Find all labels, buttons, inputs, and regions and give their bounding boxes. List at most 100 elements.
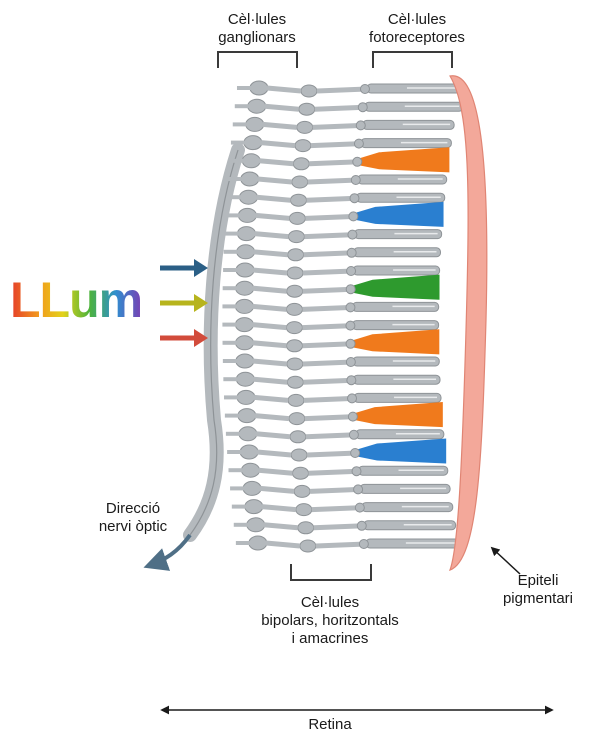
ganglion-dendrite bbox=[254, 234, 288, 237]
photoreceptor-nucleus bbox=[346, 303, 355, 312]
photoreceptor-nucleus bbox=[354, 485, 363, 494]
bipolar-cell bbox=[293, 158, 309, 170]
bipolar-cell bbox=[301, 85, 317, 97]
ganglion-cell bbox=[236, 336, 254, 350]
photoreceptor-nucleus bbox=[353, 157, 362, 166]
cone-cell bbox=[353, 330, 439, 354]
bipolar-dendrite bbox=[302, 307, 352, 309]
optic-label-line-2: nervi òptic bbox=[78, 518, 188, 536]
bipolar-dendrite bbox=[306, 435, 356, 437]
photoreceptor-nucleus bbox=[349, 212, 358, 221]
cone-cell bbox=[359, 148, 449, 172]
photoreceptor-cells bbox=[346, 84, 467, 549]
bipolar-dendrite bbox=[310, 489, 360, 491]
photoreceptor-nucleus bbox=[348, 230, 357, 239]
ganglion-cell bbox=[238, 208, 256, 222]
bipolar-label-line-1: Cèl·lules bbox=[240, 594, 420, 612]
ganglion-dendrite bbox=[254, 397, 288, 400]
bipolar-dendrite bbox=[306, 198, 356, 200]
bipolar-dendrite bbox=[305, 216, 355, 218]
bipolar-dendrite bbox=[311, 144, 361, 146]
ganglion-cell bbox=[236, 281, 254, 295]
bipolar-dendrite bbox=[304, 253, 354, 255]
ganglion-cell bbox=[246, 117, 264, 131]
bipolar-dendrite bbox=[316, 544, 366, 546]
ganglion-cell bbox=[238, 409, 256, 423]
bipolar-cells-label: Cèl·lules bipolars, horitzontals i amacr… bbox=[240, 594, 420, 648]
pigment-pointer-arrow bbox=[492, 548, 520, 574]
photoreceptor-nucleus bbox=[354, 139, 363, 148]
cone-cell bbox=[355, 202, 443, 226]
photoreceptor-nucleus bbox=[346, 321, 355, 330]
bipolar-cell bbox=[300, 540, 316, 552]
bipolar-cell bbox=[294, 485, 310, 497]
ganglion-cell bbox=[236, 263, 254, 277]
ganglion-label-line-2: ganglionars bbox=[192, 29, 322, 47]
ganglion-dendrite bbox=[262, 507, 296, 510]
ganglion-cell bbox=[242, 463, 260, 477]
photoreceptor-nucleus bbox=[346, 285, 355, 294]
bipolar-cell bbox=[286, 322, 302, 334]
bipolar-cell bbox=[287, 340, 303, 352]
bipolar-dendrite bbox=[304, 398, 354, 400]
ganglion-cell bbox=[250, 81, 268, 95]
bipolar-cell bbox=[288, 394, 304, 406]
bipolar-cell bbox=[293, 467, 309, 479]
ganglion-cell bbox=[240, 445, 258, 459]
ganglion-cell bbox=[242, 154, 260, 168]
bipolar-cell bbox=[297, 121, 313, 133]
bipolar-dendrite bbox=[313, 125, 363, 127]
ganglion-dendrite bbox=[256, 197, 290, 200]
photoreceptor-nucleus bbox=[351, 449, 360, 458]
pigment-label-line-1: Epiteli bbox=[488, 572, 588, 590]
ganglion-dendrite bbox=[255, 215, 289, 218]
ganglion-dendrite bbox=[267, 88, 301, 91]
bipolar-dendrite bbox=[315, 107, 365, 109]
photoreceptor-nucleus bbox=[347, 248, 356, 257]
ganglion-dendrite bbox=[253, 288, 287, 291]
ganglion-dendrite bbox=[254, 252, 288, 255]
bipolar-cell bbox=[286, 303, 302, 315]
ganglion-cell bbox=[248, 99, 266, 113]
bipolar-dendrite bbox=[303, 380, 353, 382]
bipolar-dendrite bbox=[314, 526, 364, 528]
ganglion-bracket bbox=[218, 52, 297, 68]
bipolar-cell bbox=[291, 449, 307, 461]
ganglion-dendrite bbox=[256, 434, 290, 437]
bipolar-cell bbox=[287, 267, 303, 279]
bipolar-cell bbox=[287, 285, 303, 297]
cone-cell bbox=[357, 439, 446, 463]
bipolar-cell bbox=[295, 140, 311, 152]
photoreceptor-cells-label: Cèl·lules fotoreceptores bbox=[352, 11, 482, 47]
bipolar-cell bbox=[288, 231, 304, 243]
photoreceptor-nucleus bbox=[351, 176, 360, 185]
optic-nerve-direction-label: Direcció nervi òptic bbox=[78, 500, 188, 536]
bipolar-bracket bbox=[291, 564, 371, 580]
bipolar-cell bbox=[287, 358, 303, 370]
ganglion-dendrite bbox=[259, 161, 293, 164]
ganglion-dendrite bbox=[253, 270, 287, 273]
bipolar-cell bbox=[298, 522, 314, 534]
ganglion-cell bbox=[241, 172, 259, 186]
pigment-epithelium bbox=[450, 76, 487, 570]
pigment-epithelium-label: Epiteli pigmentari bbox=[488, 572, 588, 608]
photoreceptor-label-line-1: Cèl·lules bbox=[352, 11, 482, 29]
bipolar-cell bbox=[287, 376, 303, 388]
ganglion-dendrite bbox=[266, 543, 300, 546]
ganglion-dendrite bbox=[253, 361, 287, 364]
photoreceptor-nucleus bbox=[348, 394, 357, 403]
ganglion-dendrite bbox=[259, 470, 293, 473]
ganglion-cell bbox=[243, 481, 261, 495]
photoreceptor-nucleus bbox=[359, 540, 368, 549]
bipolar-dendrite bbox=[303, 362, 353, 364]
bipolar-label-line-3: i amacrines bbox=[240, 630, 420, 648]
bipolar-dendrite bbox=[304, 235, 354, 237]
pigment-label-line-2: pigmentari bbox=[488, 590, 588, 608]
ganglion-dendrite bbox=[260, 488, 294, 491]
bipolar-dendrite bbox=[305, 417, 355, 419]
bipolar-cell bbox=[290, 194, 306, 206]
bipolar-dendrite bbox=[307, 453, 357, 455]
ganglion-dendrite bbox=[252, 325, 286, 328]
cone-cell bbox=[355, 403, 442, 427]
